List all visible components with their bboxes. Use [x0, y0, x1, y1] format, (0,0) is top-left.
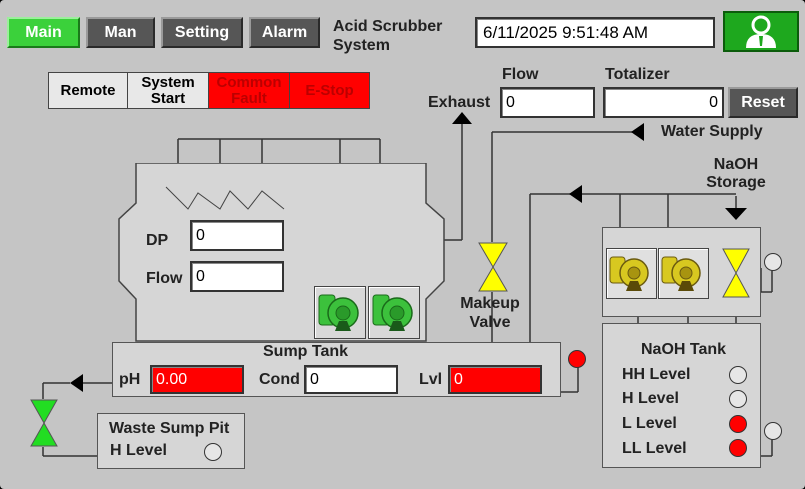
ll-level-label: LL Level — [622, 440, 687, 457]
waste-h-level-label: H Level — [110, 442, 167, 459]
l-level-label: L Level — [622, 415, 677, 432]
cond-label: Cond — [259, 371, 300, 388]
reset-button[interactable]: Reset — [728, 87, 798, 118]
status-estop: E-Stop — [290, 73, 369, 108]
user-icon — [746, 15, 776, 48]
naoh-l-level-lamp — [729, 415, 747, 433]
hh-level-label: HH Level — [622, 366, 691, 383]
nav-man-button[interactable]: Man — [86, 17, 155, 48]
naoh-tank-lamp — [764, 422, 782, 440]
waste-sump-pit — [97, 413, 245, 469]
makeup-valve-label: Makeup Valve — [460, 295, 520, 331]
naoh-ll-level-lamp — [729, 439, 747, 457]
lvl-field: 0 — [448, 365, 542, 394]
recirc-pump-1[interactable] — [314, 286, 366, 339]
exhaust-label: Exhaust — [428, 94, 491, 111]
recirc-pump-2[interactable] — [368, 286, 420, 339]
cond-field: 0 — [304, 365, 398, 394]
totalizer-label: Totalizer — [605, 66, 670, 83]
h-level-label: H Level — [622, 390, 679, 407]
lvl-label: Lvl — [419, 371, 443, 388]
scrubber-flow-label: Flow — [146, 270, 183, 287]
water-supply-label: Water Supply — [661, 123, 763, 140]
flow-field: 0 — [500, 87, 595, 118]
dp-field: 0 — [190, 220, 284, 251]
totalizer-field: 0 — [603, 87, 724, 118]
naoh-h-level-lamp — [729, 390, 747, 408]
sump-drain-valve[interactable] — [29, 398, 59, 448]
naoh-hh-level-lamp — [729, 366, 747, 384]
dp-label: DP — [146, 232, 169, 249]
user-login-button[interactable] — [723, 11, 799, 52]
pump-icon — [609, 256, 649, 291]
waste-sump-pit-label: Waste Sump Pit — [109, 420, 230, 437]
naoh-pump-lamp — [764, 253, 782, 271]
ph-label: pH — [119, 371, 141, 388]
sump-tank-label: Sump Tank — [263, 343, 349, 360]
ph-field: 0.00 — [150, 365, 244, 394]
status-remote: Remote — [49, 73, 128, 108]
naoh-tank-label: NaOH Tank — [641, 341, 727, 358]
naoh-storage-label: NaOH Storage — [706, 156, 766, 191]
flow-label: Flow — [502, 66, 539, 83]
nav-main-button[interactable]: Main — [7, 17, 80, 48]
naoh-feed-valve[interactable] — [721, 247, 751, 299]
naoh-pump-1[interactable] — [606, 248, 657, 299]
nav-alarm-button[interactable]: Alarm — [249, 17, 320, 48]
pump-icon — [318, 294, 359, 331]
nav-setting-button[interactable]: Setting — [161, 17, 243, 48]
datetime-display: 6/11/2025 9:51:48 AM — [475, 17, 715, 48]
pump-icon — [661, 256, 701, 291]
status-common-fault: Common Fault — [209, 73, 290, 108]
pump-icon — [372, 294, 413, 331]
exhaust-arrow-icon — [452, 112, 472, 124]
naoh-return-arrow-icon — [569, 185, 582, 203]
scrubber-flow-field: 0 — [190, 261, 284, 292]
status-bar: Remote System Start Common Fault E-Stop — [48, 72, 370, 109]
naoh-pump-2[interactable] — [658, 248, 709, 299]
naoh-storage-arrow-icon — [725, 208, 747, 220]
sump-level-lamp — [568, 350, 586, 368]
sump-drain-arrow-icon — [70, 374, 83, 392]
water-supply-arrow-icon — [631, 123, 644, 141]
page-title: Acid Scrubber System — [333, 18, 443, 54]
makeup-valve[interactable] — [477, 241, 509, 293]
waste-h-level-lamp — [204, 443, 222, 461]
status-system-start: System Start — [128, 73, 209, 108]
